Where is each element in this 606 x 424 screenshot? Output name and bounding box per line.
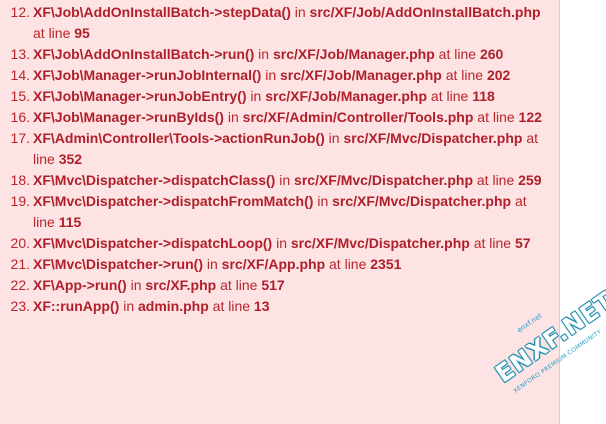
- stack-trace-item: 18.XF\Mvc\Dispatcher->dispatchClass() in…: [0, 170, 548, 191]
- stack-trace-call: XF\Mvc\Dispatcher->dispatchClass(): [33, 172, 276, 188]
- stack-trace-item: 20.XF\Mvc\Dispatcher->dispatchLoop() in …: [0, 233, 548, 254]
- stack-trace-separator: in: [202, 256, 222, 272]
- stack-trace-file: admin.php: [138, 298, 209, 314]
- stack-trace-call: XF\Job\Manager->runJobInternal(): [33, 67, 262, 83]
- stack-trace-file: src/XF/Job/AddOnInstallBatch.php: [309, 4, 541, 20]
- stack-trace-line-number: 57: [514, 235, 531, 251]
- stack-trace-number: 18.: [10, 172, 30, 188]
- stack-trace-separator: in: [254, 46, 273, 62]
- stack-trace-separator: at line: [208, 298, 254, 314]
- stack-trace-call: XF\Admin\Controller\Tools->actionRunJob(…: [33, 130, 325, 146]
- stack-trace-line-number: 352: [58, 151, 83, 167]
- stack-trace-item: 22.XF\App->run() in src/XF.php at line 5…: [0, 275, 548, 296]
- stack-trace-separator: at line: [33, 193, 527, 230]
- stack-trace-separator: at line: [473, 109, 519, 125]
- stack-trace-file: src/XF/Mvc/Dispatcher.php: [294, 172, 473, 188]
- stack-trace-call: XF\Job\Manager->runByIds(): [33, 109, 224, 125]
- stack-trace-line-number: 122: [518, 109, 542, 125]
- stack-trace-separator: at line: [33, 130, 539, 167]
- stack-trace-number: 20.: [10, 235, 30, 251]
- stack-trace-separator: at line: [33, 25, 75, 41]
- stack-trace-number: 21.: [10, 256, 30, 272]
- stack-trace-file: src/XF/Job/Manager.php: [265, 88, 428, 104]
- stack-trace-number: 13.: [10, 46, 30, 62]
- stack-trace-number: 15.: [10, 88, 30, 104]
- stack-trace-item: 12.XF\Job\AddOnInstallBatch->stepData() …: [0, 2, 548, 44]
- stack-trace-line-number: 115: [58, 214, 82, 230]
- stack-trace-separator: in: [313, 193, 333, 209]
- stack-trace-item: 14.XF\Job\Manager->runJobInternal() in s…: [0, 65, 548, 86]
- stack-trace-separator: in: [223, 109, 243, 125]
- stack-trace-separator: in: [324, 130, 344, 146]
- stack-trace-file: src/XF/Job/Manager.php: [280, 67, 442, 83]
- stack-trace-item: 21.XF\Mvc\Dispatcher->run() in src/XF/Ap…: [0, 254, 548, 275]
- stack-trace-separator: at line: [325, 256, 371, 272]
- stack-trace-item: 13.XF\Job\AddOnInstallBatch->run() in sr…: [0, 44, 548, 65]
- stack-trace-separator: in: [290, 4, 310, 20]
- stack-trace-file: src/XF/Mvc/Dispatcher.php: [332, 193, 512, 209]
- stack-trace-file: src/XF/Mvc/Dispatcher.php: [290, 235, 470, 251]
- stack-trace-number: 12.: [10, 4, 30, 20]
- stack-trace-call: XF\Mvc\Dispatcher->dispatchFromMatch(): [33, 193, 314, 209]
- stack-trace-number: 22.: [10, 277, 30, 293]
- stack-trace-number: 14.: [10, 67, 30, 83]
- stack-trace-file: src/XF/Admin/Controller/Tools.php: [242, 109, 474, 125]
- stack-trace-separator: at line: [427, 88, 473, 104]
- stack-trace-line-number: 118: [472, 88, 495, 104]
- stack-trace-list: 54112.XF\Job\AddOnInstallBatch->stepData…: [0, 2, 548, 317]
- stack-trace-call: XF\Job\AddOnInstallBatch->stepData(): [33, 4, 291, 20]
- stack-trace-separator: in: [119, 298, 138, 314]
- stack-trace-line-number: 13: [253, 298, 270, 314]
- stack-trace-number: 23.: [10, 298, 30, 314]
- stack-trace-line-number: 2351: [370, 256, 402, 272]
- stack-trace-separator: in: [275, 172, 295, 188]
- stack-trace-item: 23.XF::runApp() in admin.php at line 13: [0, 296, 548, 317]
- stack-trace-item: 17.XF\Admin\Controller\Tools->actionRunJ…: [0, 128, 548, 170]
- stack-trace-file: src/XF/App.php: [221, 256, 326, 272]
- stack-trace-separator: at line: [434, 46, 480, 62]
- stack-trace-number: 16.: [10, 109, 30, 125]
- stack-trace-separator: at line: [216, 277, 262, 293]
- stack-trace-file: src/XF/Job/Manager.php: [272, 46, 435, 62]
- stack-trace-call: XF::runApp(): [33, 298, 120, 314]
- stack-trace-line-number: 260: [479, 46, 504, 62]
- stack-trace-separator: in: [272, 235, 291, 251]
- stack-trace-separator: at line: [469, 235, 515, 251]
- stack-trace-line-number: 259: [518, 172, 542, 188]
- stack-trace-separator: at line: [441, 67, 487, 83]
- stack-trace-separator: at line: [473, 172, 519, 188]
- stack-trace-separator: in: [126, 277, 146, 293]
- error-stack-trace-panel: 54112.XF\Job\AddOnInstallBatch->stepData…: [0, 0, 560, 424]
- stack-trace-call: XF\Mvc\Dispatcher->dispatchLoop(): [33, 235, 273, 251]
- stack-trace-call: XF\Job\AddOnInstallBatch->run(): [33, 46, 255, 62]
- stack-trace-line-number: 202: [486, 67, 511, 83]
- stack-trace-number: 17.: [10, 130, 30, 146]
- stack-trace-call: XF\Mvc\Dispatcher->run(): [33, 256, 203, 272]
- stack-trace-call: XF\App->run(): [33, 277, 127, 293]
- stack-trace-line-number: 95: [74, 25, 90, 41]
- stack-trace-separator: in: [261, 67, 280, 83]
- stack-trace-separator: in: [246, 88, 266, 104]
- stack-trace-file: src/XF/Mvc/Dispatcher.php: [343, 130, 523, 146]
- stack-trace-item: 19.XF\Mvc\Dispatcher->dispatchFromMatch(…: [0, 191, 548, 233]
- stack-trace-file: src/XF.php: [145, 277, 217, 293]
- stack-trace-number: 19.: [10, 193, 30, 209]
- page-gutter: [560, 0, 606, 424]
- stack-trace-line-number: 517: [261, 277, 285, 293]
- stack-trace-item: 15.XF\Job\Manager->runJobEntry() in src/…: [0, 86, 548, 107]
- stack-trace-item: 16.XF\Job\Manager->runByIds() in src/XF/…: [0, 107, 548, 128]
- stack-trace-call: XF\Job\Manager->runJobEntry(): [33, 88, 247, 104]
